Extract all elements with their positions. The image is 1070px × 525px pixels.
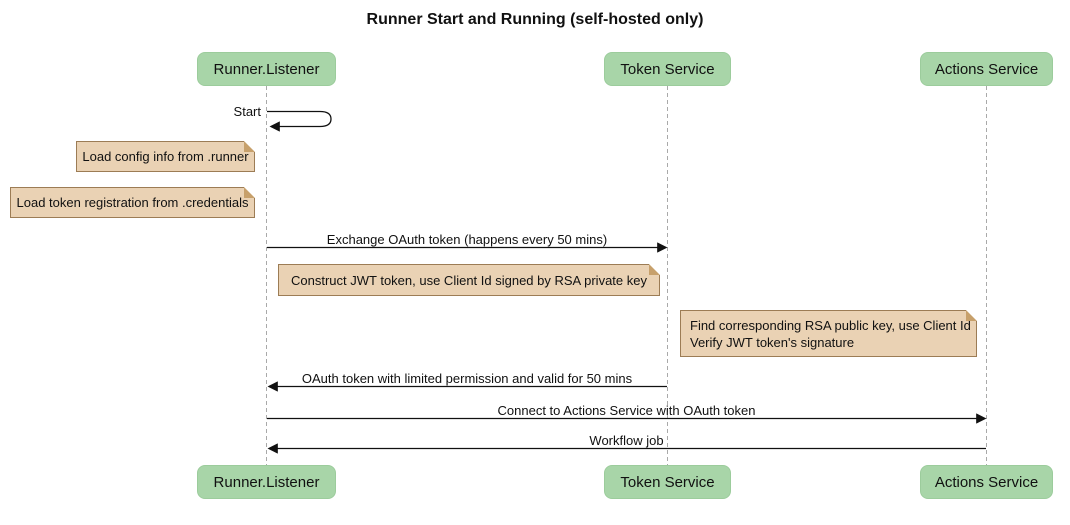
note-verify-jwt: Find corresponding RSA public key, use C… [680,310,977,357]
message-label-oauth-return: OAuth token with limited permission and … [301,371,633,386]
actor-actions-service-top: Actions Service [920,52,1053,86]
actor-actions-service-bottom: Actions Service [920,465,1053,499]
arrow-start-self-loop [267,110,332,132]
message-label-workflow-job: Workflow job [589,433,664,448]
note-fold-icon [966,310,977,321]
note-load-config: Load config info from .runner [76,141,255,172]
note-construct-jwt: Construct JWT token, use Client Id signe… [278,264,660,296]
actor-runner-listener-top: Runner.Listener [197,52,336,86]
diagram-title: Runner Start and Running (self-hosted on… [366,11,704,28]
note-text-line2: Verify JWT token's signature [690,334,855,350]
note-fold-icon [244,187,255,198]
message-label-start: Start [233,104,261,119]
note-text: Find corresponding RSA public key, use C… [690,317,971,351]
message-label-exchange-oauth: Exchange OAuth token (happens every 50 m… [326,232,608,247]
note-load-token-registration: Load token registration from .credential… [10,187,255,218]
note-fold-icon [649,264,660,275]
note-text: Construct JWT token, use Client Id signe… [291,272,647,288]
actor-token-service-top: Token Service [604,52,731,86]
note-text-line1: Find corresponding RSA public key, use C… [690,317,971,333]
note-text: Load config info from .runner [82,149,249,164]
actor-runner-listener-bottom: Runner.Listener [197,465,336,499]
note-fold-icon [244,141,255,152]
message-label-connect-actions: Connect to Actions Service with OAuth to… [497,403,756,418]
actor-token-service-bottom: Token Service [604,465,731,499]
note-text: Load token registration from .credential… [16,195,249,210]
